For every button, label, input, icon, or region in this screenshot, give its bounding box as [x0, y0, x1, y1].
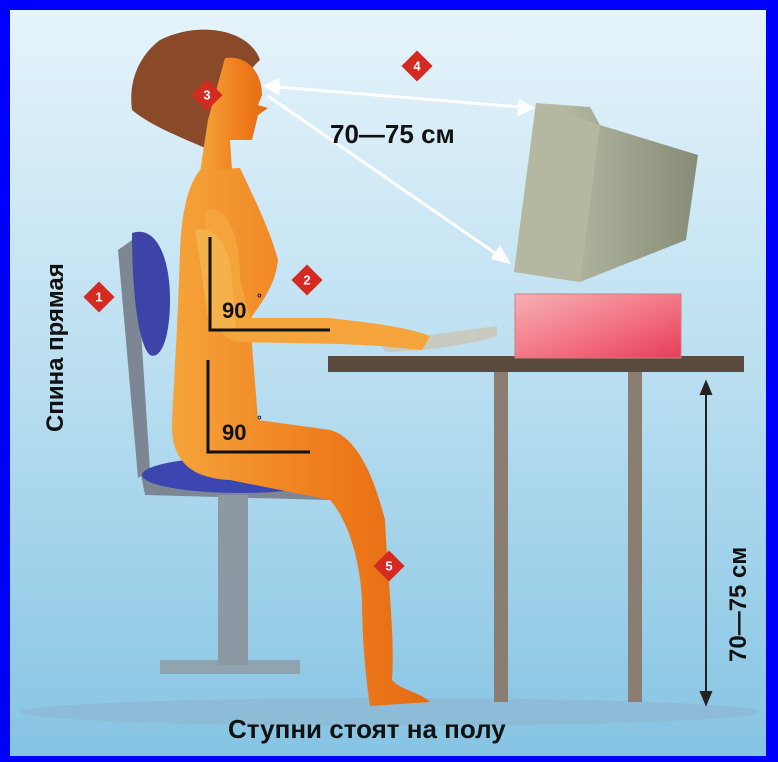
svg-text:1: 1: [95, 290, 102, 305]
elbow-angle-label: 90: [222, 298, 246, 323]
svg-text:4: 4: [413, 59, 421, 74]
feet-caption: Ступни стоят на полу: [228, 714, 506, 744]
svg-text:5: 5: [385, 559, 392, 574]
eye-distance-label: 70—75 см: [330, 119, 455, 149]
svg-text:2: 2: [303, 273, 310, 288]
system-unit: [515, 294, 681, 358]
svg-text:3: 3: [203, 88, 210, 103]
desk-height-label: 70—75 см: [725, 547, 752, 662]
knee-angle-label: 90: [222, 420, 246, 445]
elbow-degree-mark: °: [257, 291, 262, 305]
knee-degree-mark: °: [257, 413, 262, 427]
back-caption: Спина прямая: [42, 263, 69, 432]
